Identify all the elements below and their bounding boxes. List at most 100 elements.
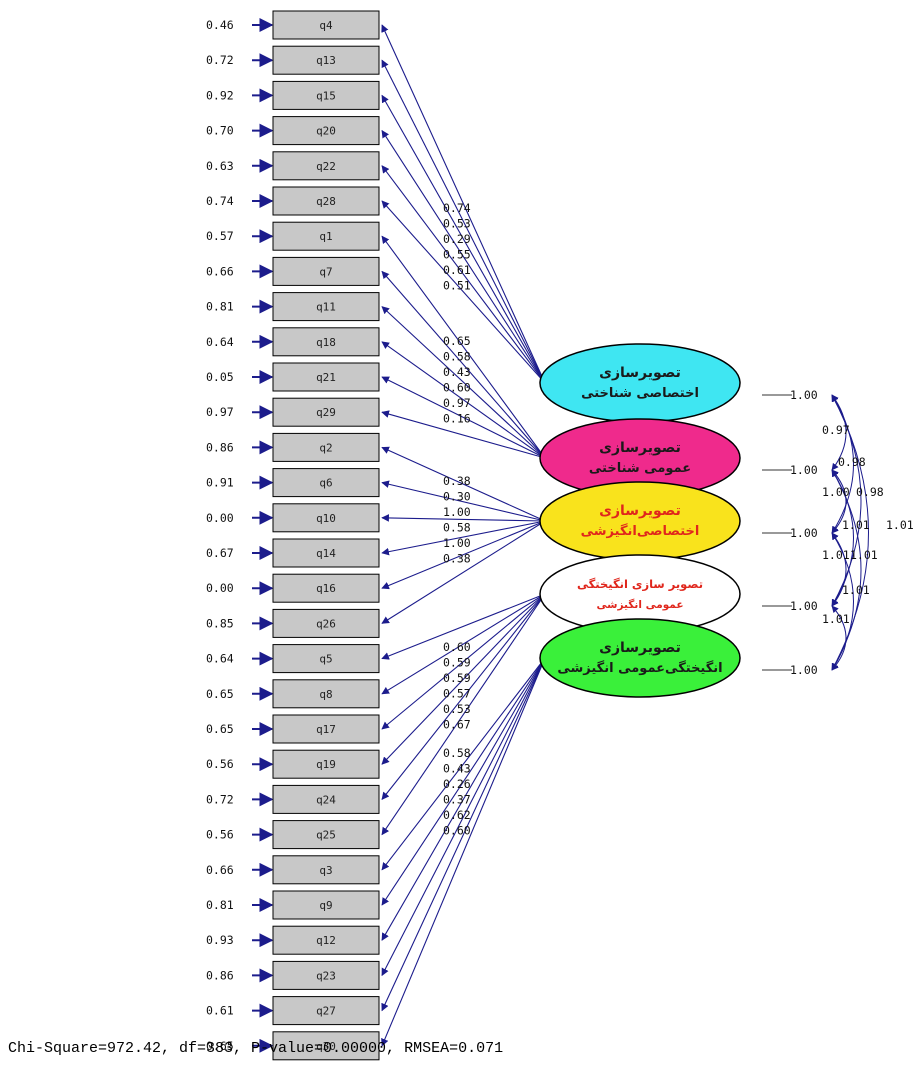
loading-path	[381, 593, 546, 765]
indicator-box	[272, 221, 380, 251]
factor-label-line1: تصویرسازی	[599, 365, 681, 381]
indicator-box	[272, 925, 380, 955]
error-variance: 0.74	[206, 194, 234, 208]
indicator-box	[272, 890, 380, 920]
indicator-label: q13	[316, 54, 336, 67]
error-variance: 0.05	[206, 370, 234, 384]
error-variance: 0.64	[206, 335, 234, 349]
factor-label-line1: تصویرسازی	[599, 640, 681, 656]
error-variance: 0.93	[206, 933, 234, 947]
indicator-box	[272, 327, 380, 357]
loading-value: 0.61	[443, 263, 471, 277]
loading-value: 0.60	[443, 640, 471, 654]
indicator-box	[272, 292, 380, 322]
loading-value: 0.37	[443, 793, 471, 807]
indicator-label: q15	[316, 89, 336, 102]
indicator-box	[272, 397, 380, 427]
loading-value: 0.43	[443, 762, 471, 776]
indicator-label: q20	[316, 125, 336, 138]
loading-value: 0.53	[443, 702, 471, 716]
indicator-label: q29	[316, 406, 336, 419]
indicator-label: q24	[316, 793, 336, 806]
loading-path	[381, 341, 546, 459]
error-variance: 0.91	[206, 476, 234, 490]
indicator-label: q5	[319, 653, 332, 666]
loading-value: 0.30	[443, 490, 471, 504]
loading-path	[381, 235, 546, 459]
error-variance: 0.67	[206, 546, 234, 560]
fit-statistics: Chi-Square=972.42, df=383, P-value=0.000…	[8, 1040, 504, 1057]
loading-path	[381, 593, 546, 660]
indicator-label: q11	[316, 301, 336, 314]
correlation-arc	[831, 469, 862, 671]
loading-path	[381, 165, 546, 384]
loading-value: 0.55	[443, 248, 471, 262]
loading-value: 0.67	[443, 718, 471, 732]
indicator-label: q7	[319, 265, 332, 278]
loading-value: 0.65	[443, 334, 471, 348]
loading-path	[381, 59, 546, 384]
factor-variance: 1.00	[790, 599, 818, 613]
error-variance: 0.57	[206, 229, 234, 243]
loading-value: 0.60	[443, 824, 471, 838]
loading-value: 0.57	[443, 687, 471, 701]
correlation-value: 0.98	[838, 455, 866, 469]
loading-path	[381, 446, 546, 522]
correlation-value: 1.01	[842, 583, 870, 597]
loading-path	[381, 593, 546, 695]
error-variance: 0.46	[206, 18, 234, 32]
indicator-box	[272, 679, 380, 709]
loading-path	[381, 657, 546, 1012]
loading-path	[381, 129, 546, 384]
indicator-label: q19	[316, 758, 336, 771]
indicator-label: q27	[316, 1005, 336, 1018]
loading-path	[381, 24, 546, 384]
indicator-label: q10	[316, 512, 336, 525]
correlation-value: 1.01	[886, 518, 914, 532]
indicator-box	[272, 432, 380, 462]
loading-path	[381, 520, 546, 556]
loading-path	[381, 520, 546, 590]
loading-value: 0.38	[443, 552, 471, 566]
loading-value: 0.26	[443, 777, 471, 791]
loading-path	[381, 657, 546, 1047]
indicator-box	[272, 186, 380, 216]
indicator-label: q30	[316, 1040, 336, 1053]
loading-path	[381, 657, 546, 977]
loading-path	[381, 514, 546, 522]
loading-value: 0.53	[443, 217, 471, 231]
indicator-label: q8	[319, 688, 332, 701]
error-variance: 0.66	[206, 863, 234, 877]
indicator-label: q26	[316, 617, 336, 630]
indicator-label: q3	[319, 864, 332, 877]
loading-path	[381, 657, 546, 941]
indicator-label: q23	[316, 969, 336, 982]
correlation-arc	[831, 394, 869, 671]
error-variance: 0.65	[206, 1039, 234, 1053]
error-variance: 0.86	[206, 968, 234, 982]
loading-value: 0.51	[443, 279, 471, 293]
error-variance: 0.66	[206, 264, 234, 278]
correlation-value: 1.00	[822, 485, 850, 499]
correlation-value: 1.01	[842, 518, 870, 532]
indicator-label: q22	[316, 160, 336, 173]
loading-value: 0.16	[443, 412, 471, 426]
indicator-box	[272, 45, 380, 75]
indicator-box	[272, 855, 380, 885]
error-variance: 0.65	[206, 687, 234, 701]
error-variance: 0.81	[206, 898, 234, 912]
indicator-label: q9	[319, 899, 332, 912]
indicator-label: q12	[316, 934, 336, 947]
indicator-box	[272, 820, 380, 850]
factor-label-line2: عمومی انگیزشی	[597, 598, 684, 611]
loading-path	[381, 376, 546, 459]
loading-value: 0.59	[443, 671, 471, 685]
error-variance: 0.72	[206, 792, 234, 806]
indicator-label: q28	[316, 195, 336, 208]
loading-value: 0.97	[443, 396, 471, 410]
loading-path	[381, 200, 546, 384]
loading-value: 0.58	[443, 521, 471, 535]
loading-path	[381, 593, 546, 836]
indicator-box	[272, 538, 380, 568]
